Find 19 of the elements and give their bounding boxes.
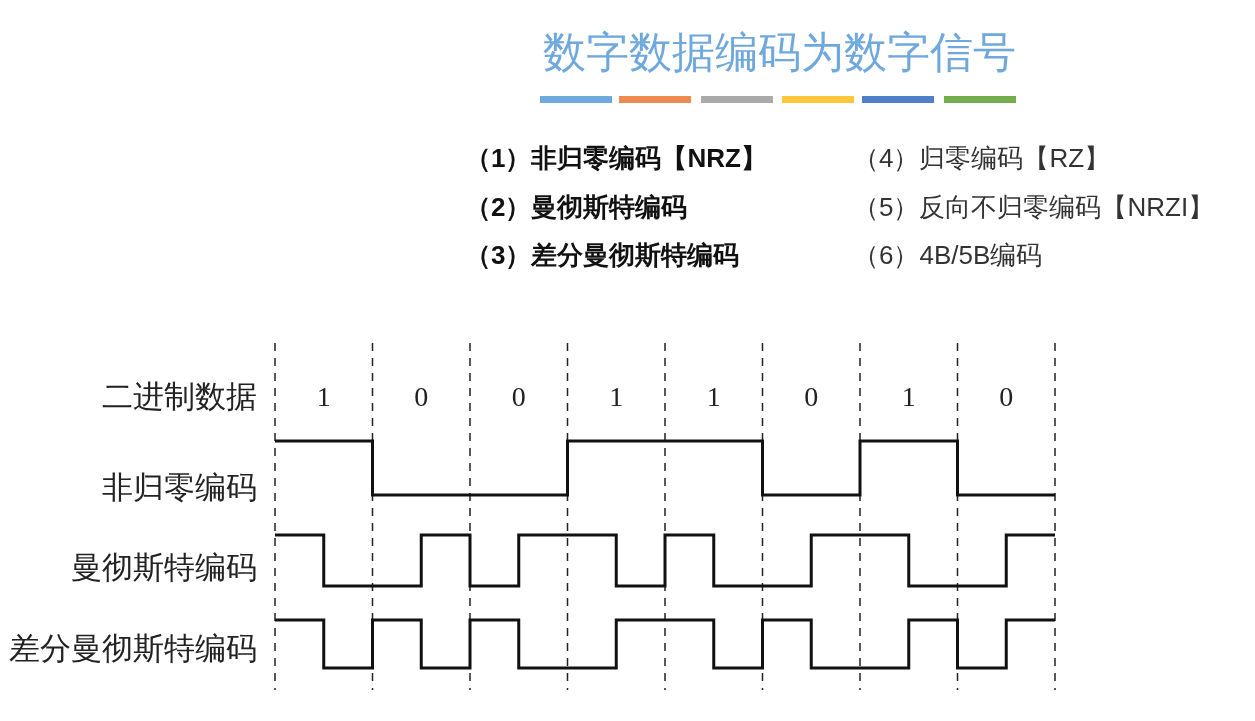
list-item: （1）非归零编码【NRZ】 [465, 145, 767, 171]
row-label: 差分曼彻斯特编码 [9, 633, 257, 664]
list-item: （2）曼彻斯特编码 [465, 194, 688, 220]
list-item: （4）归零编码【RZ】 [853, 145, 1111, 171]
list-item: （5）反向不归零编码【NRZI】 [853, 194, 1215, 220]
row-label: 非归零编码 [102, 472, 257, 503]
row-label: 曼彻斯特编码 [71, 552, 257, 583]
row-label: 二进制数据 [102, 381, 257, 412]
bit-value: 1 [901, 383, 916, 411]
bit-value: 1 [316, 383, 331, 411]
bit-value: 0 [804, 383, 819, 411]
list-item: （3）差分曼彻斯特编码 [465, 242, 740, 268]
title: 数字数据编码为数字信号 [542, 31, 1016, 74]
bit-value: 0 [511, 383, 526, 411]
bit-value: 0 [999, 383, 1014, 411]
bit-value: 1 [609, 383, 624, 411]
bit-value: 0 [414, 383, 429, 411]
bit-value: 1 [706, 383, 721, 411]
list-item: （6）4B/5B编码 [853, 242, 1043, 268]
